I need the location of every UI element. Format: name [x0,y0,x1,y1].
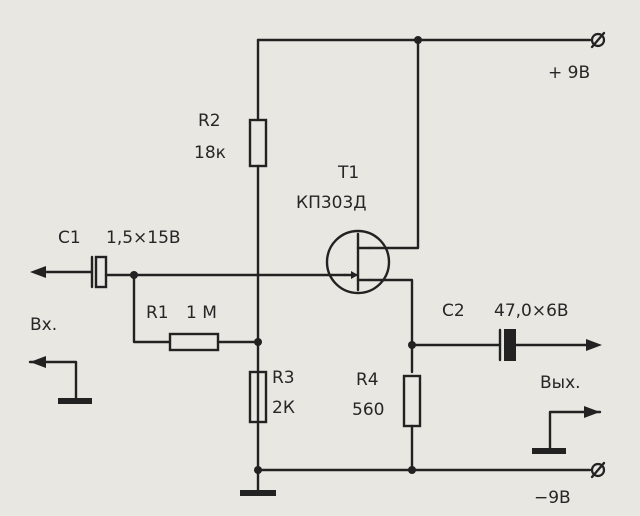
t1-name: T1 [337,163,359,183]
output-label: Вых. [540,373,581,393]
wire-source [368,278,414,374]
c2-value: 47,0×6В [494,301,569,321]
labels: R2 18к T1 КП303Д C1 1,5×15В R1 1 М C2 47… [30,63,590,508]
r1-value: 1 М [186,303,217,323]
resistor-r1 [168,332,220,352]
terminal-vminus [590,461,606,479]
junction-drain-rail [414,36,422,44]
capacitor-c1 [90,255,108,289]
r4-value: 560 [352,400,384,420]
junction-r3-gnd [254,466,262,474]
r1-name: R1 [146,303,169,323]
resistor-r4 [402,374,422,428]
terminal-vplus [590,31,606,49]
output-ground-mark [532,406,602,454]
junction-source-out [408,341,416,349]
t1-value: КП303Д [296,193,367,213]
junction-r4-gnd [408,466,416,474]
wire-drain [368,38,420,250]
c2-name: C2 [442,301,465,321]
c1-value: 1,5×15В [106,228,181,248]
junction-gate-r1 [130,271,138,279]
input-arrow [30,266,46,278]
vplus-label: + 9В [548,63,590,83]
input-label: Вх. [30,315,57,335]
input-ground-mark [28,356,92,404]
r3-value: 2К [272,398,295,418]
transistor-t1 [325,229,391,295]
vminus-label: −9В [534,488,571,508]
resistor-r3 [248,370,268,424]
c1-name: C1 [58,228,81,248]
wires [36,38,598,495]
wire-r1-loop [132,273,172,344]
output-arrow [586,339,602,351]
r4-name: R4 [356,370,379,390]
resistor-r2 [248,118,268,168]
r2-name: R2 [198,111,221,131]
r2-value: 18к [194,143,226,163]
junction-r1-r3 [254,338,262,346]
r3-name: R3 [272,368,295,388]
capacitor-c2 [498,328,516,362]
ground-symbol [240,490,276,496]
junctions [130,36,422,474]
